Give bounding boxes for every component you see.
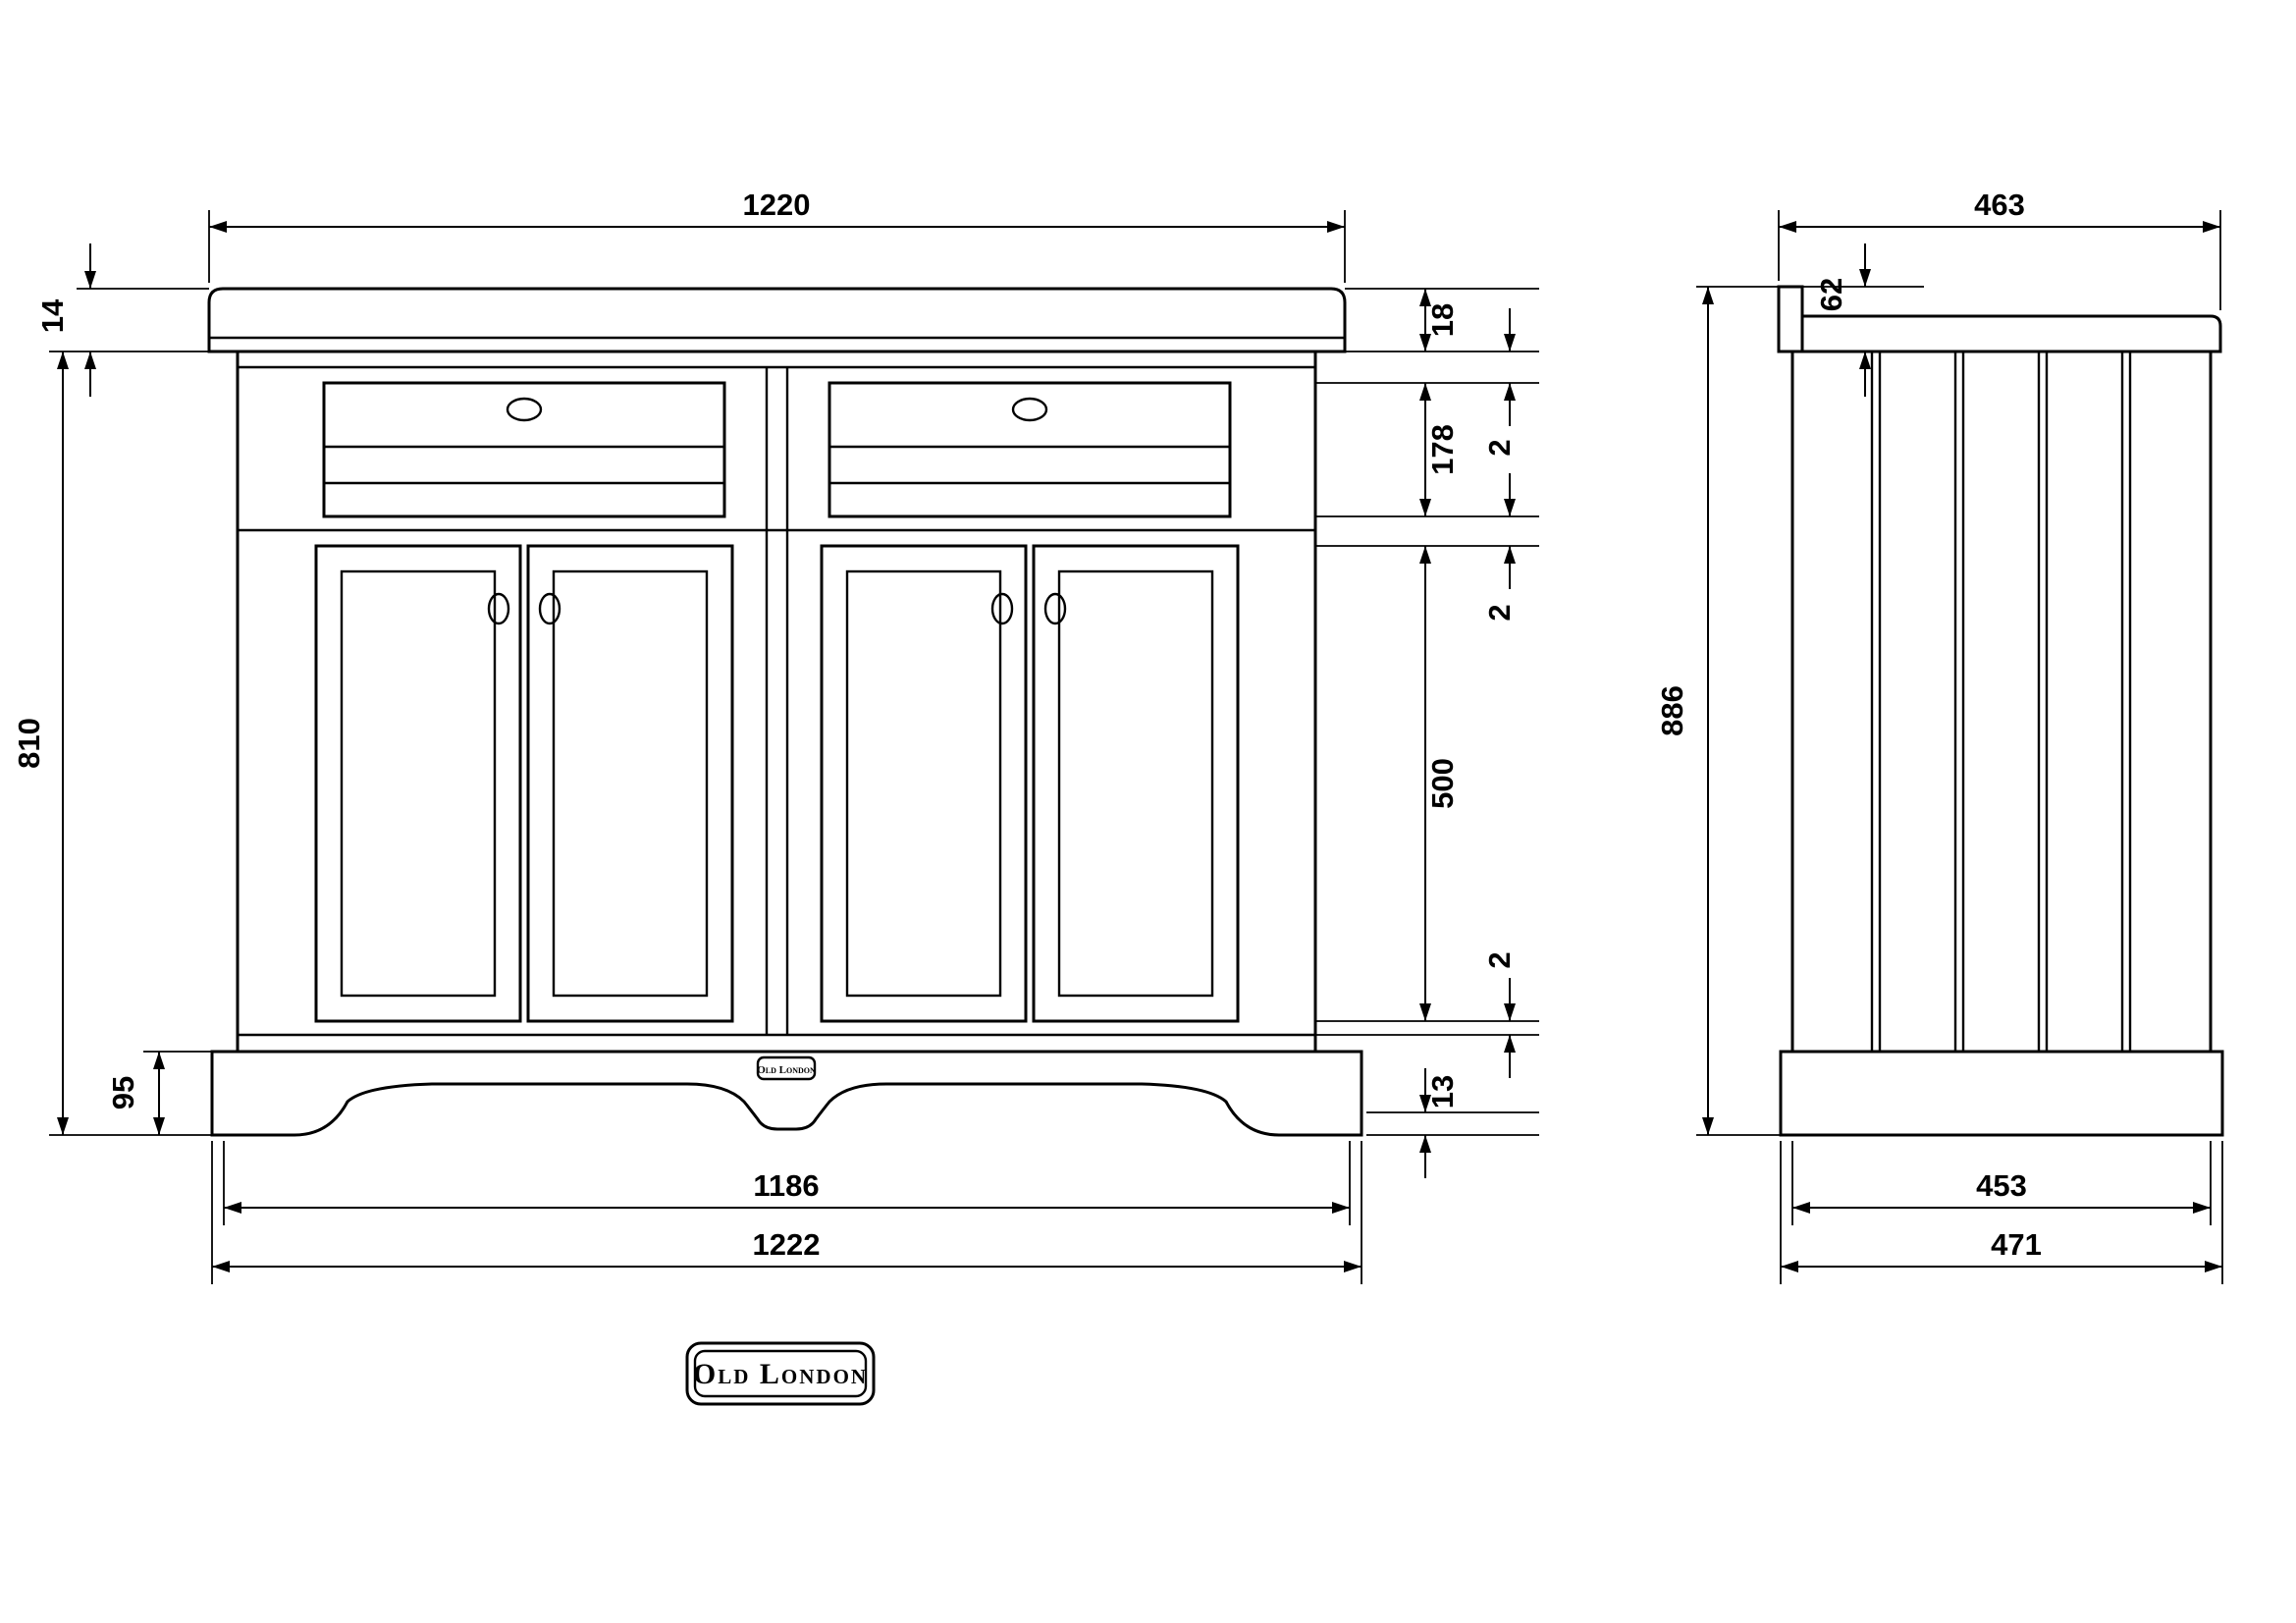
dim-overall-height: 886	[1655, 287, 1714, 1135]
drawer-front	[828, 381, 1232, 518]
dim-counter-thickness: 18	[1419, 289, 1460, 352]
drawer-left	[322, 381, 726, 518]
logo-badge: Old London	[685, 1341, 876, 1406]
dim-base-width: 1186	[224, 1168, 1350, 1214]
plank-grooves	[1870, 352, 2132, 1052]
dim-label-base-width: 1186	[753, 1168, 819, 1203]
plinth: Old London	[210, 1050, 1363, 1137]
dim-overall-width: 1222	[212, 1227, 1362, 1272]
dim-bottom-rail-height: 13	[1419, 1068, 1460, 1178]
door-knob	[990, 592, 1014, 625]
front-view: Old London	[207, 287, 1363, 1137]
dim-label-plinth-height: 95	[106, 1076, 140, 1109]
dim-gap-door-rail: 2	[1482, 951, 1517, 1078]
dim-gap-drawer-door: 2	[1482, 473, 1517, 622]
dim-label-overall-depth: 471	[1991, 1227, 2042, 1262]
dim-label-gap-door-rail: 2	[1482, 951, 1517, 968]
door-panel	[1057, 569, 1214, 998]
door-3	[820, 544, 1028, 1023]
dim-upstand-height: 62	[1814, 243, 1871, 397]
dim-label-cabinet-height: 810	[12, 718, 46, 769]
dim-label-bottom-rail-height: 13	[1425, 1075, 1460, 1109]
dim-label-door-height: 500	[1425, 758, 1460, 809]
door-outline	[526, 544, 734, 1023]
dim-drawer-front-height: 178	[1419, 383, 1460, 516]
door-panel	[552, 569, 709, 998]
cabinet-outline	[236, 350, 1317, 1054]
countertop-outline	[207, 287, 1347, 353]
drawer-right	[828, 381, 1232, 518]
dimensions: 1220 14 810 95 18 2 178	[12, 188, 2222, 1272]
door-knob	[1043, 592, 1067, 625]
side-plinth	[1779, 1050, 2224, 1137]
plinth-badge-text: Old London	[757, 1064, 816, 1076]
dim-label-counter-front-lip: 14	[35, 298, 70, 333]
door-outline	[314, 544, 522, 1023]
plinth-outline	[210, 1050, 1363, 1137]
upstand	[1777, 285, 1804, 353]
door-1	[314, 544, 522, 1023]
logo-inner-border	[693, 1349, 868, 1398]
door-outline	[1032, 544, 1240, 1023]
dim-label-counter-depth: 463	[1974, 188, 2025, 222]
side-cabinet	[1790, 350, 2213, 1054]
door-panel	[340, 569, 497, 998]
plinth-badge	[756, 1055, 817, 1081]
cabinet-carcass	[236, 350, 1317, 1054]
door-panel	[845, 569, 1002, 998]
dim-label-upstand-height: 62	[1814, 278, 1848, 311]
drawer-knob	[1011, 397, 1048, 422]
dim-label-overall-width: 1222	[753, 1227, 821, 1262]
logo-text: Old London	[693, 1358, 868, 1390]
drawer-front	[322, 381, 726, 518]
logo-outer-border	[685, 1341, 876, 1406]
door-2	[526, 544, 734, 1023]
door-knob	[487, 592, 510, 625]
drawer-knob	[506, 397, 543, 422]
door-4	[1032, 544, 1240, 1023]
dim-label-overall-height: 886	[1655, 685, 1689, 736]
door-knob	[538, 592, 561, 625]
side-countertop	[1779, 314, 2222, 353]
dim-label-gap-counter-drawer: 2	[1482, 439, 1517, 456]
dim-cabinet-height: 810	[12, 352, 69, 1135]
dim-label-counter-width: 1220	[743, 188, 811, 222]
side-view	[1777, 285, 2224, 1137]
extension-lines	[49, 210, 2223, 1284]
dim-label-gap-drawer-door: 2	[1482, 604, 1517, 621]
dim-label-cabinet-depth: 453	[1976, 1168, 2027, 1203]
dim-counter-depth: 463	[1779, 188, 2220, 233]
dim-counter-front-lip: 14	[35, 243, 96, 397]
dim-plinth-height: 95	[106, 1052, 165, 1135]
dim-gap-counter-drawer: 2	[1482, 308, 1517, 457]
dim-overall-depth: 471	[1781, 1227, 2222, 1272]
countertop	[207, 287, 1347, 353]
dim-cabinet-depth: 453	[1792, 1168, 2211, 1214]
dim-counter-width: 1220	[209, 188, 1345, 233]
dim-label-counter-thickness: 18	[1425, 303, 1460, 337]
dim-label-drawer-front-height: 178	[1425, 424, 1460, 475]
dim-door-height: 500	[1419, 546, 1460, 1021]
door-outline	[820, 544, 1028, 1023]
